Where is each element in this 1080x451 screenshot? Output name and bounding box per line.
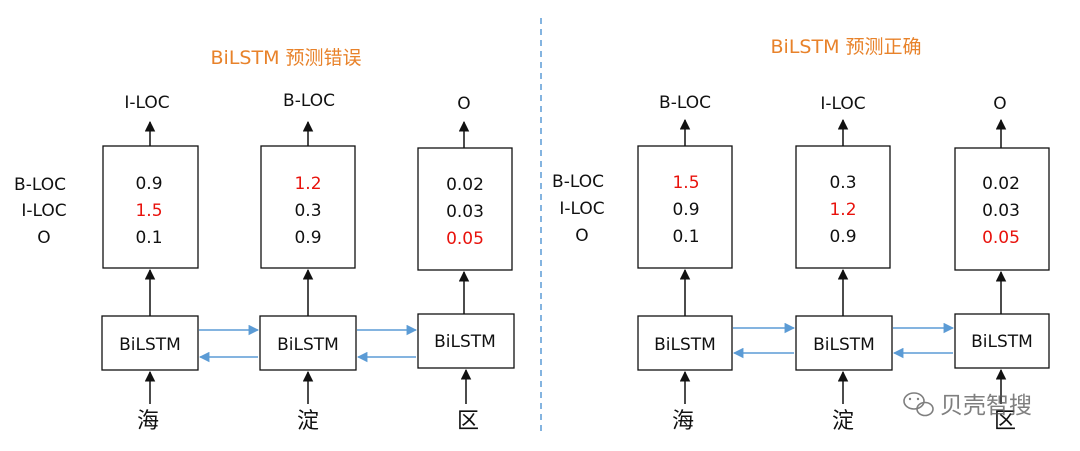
output-label: O [457,94,470,114]
bilstm-cell [417,313,515,369]
score-box [260,145,356,269]
score-b-loc: 0.9 [135,174,162,194]
bilstm-label: BiLSTM [654,335,716,355]
bilstm-label: BiLSTM [813,335,875,355]
column-dian: I-LOC 0.3 1.2 0.9 BiLSTM 淀 [795,94,893,434]
input-char: 淀 [297,409,319,434]
score-o: 0.9 [829,227,856,247]
score-b-loc: 0.02 [446,175,484,195]
score-box [795,145,891,269]
score-box [637,145,733,269]
score-box [417,147,513,271]
input-char: 海 [672,409,694,434]
bilstm-cell [259,315,357,371]
column-qu: O 0.02 0.03 0.05 BiLSTM 区 [954,94,1050,434]
score-b-loc: 1.5 [672,173,699,193]
row-label-o: O [37,228,50,248]
panel-title: BiLSTM 预测正确 [771,36,922,58]
score-o: 0.1 [672,227,699,247]
score-o: 0.05 [982,228,1020,248]
output-label: B-LOC [283,91,335,111]
panel-title: BiLSTM 预测错误 [211,47,362,69]
score-o: 0.05 [446,229,484,249]
bilstm-cell [101,315,199,371]
score-box [954,147,1050,271]
output-label: B-LOC [659,93,711,113]
row-label-b-loc: B-LOC [14,175,66,195]
row-label-i-loc: I-LOC [559,199,604,219]
bilstm-cell [795,315,893,371]
bilstm-cell [637,315,733,371]
panel-wrong-prediction: BiLSTM 预测错误 I-LOC 0.9 1.5 0.1 BiLSTM 海 B… [101,47,515,434]
input-char: 海 [137,409,159,434]
score-i-loc: 0.9 [672,200,699,220]
wechat-icon [903,392,934,417]
panel-correct-prediction: BiLSTM 预测正确 B-LOC 1.5 0.9 0.1 BiLSTM 海 I… [637,36,1050,434]
row-labels-left: B-LOC I-LOC O [14,175,67,248]
score-i-loc: 0.3 [294,201,321,221]
row-labels-right: B-LOC I-LOC O [552,172,605,246]
input-char: 区 [457,409,479,434]
watermark-text: 贝壳智搜 [940,393,1032,419]
bilstm-label: BiLSTM [971,332,1033,352]
score-i-loc: 0.03 [982,201,1020,221]
column-hai: I-LOC 0.9 1.5 0.1 BiLSTM 海 [101,93,199,434]
score-b-loc: 0.02 [982,174,1020,194]
bilstm-label: BiLSTM [119,335,181,355]
bilstm-label: BiLSTM [434,332,496,352]
score-b-loc: 1.2 [294,174,321,194]
watermark: 贝壳智搜 [903,392,1032,419]
column-dian: B-LOC 1.2 0.3 0.9 BiLSTM 淀 [259,91,357,434]
score-i-loc: 0.03 [446,202,484,222]
row-label-i-loc: I-LOC [21,201,66,221]
output-label: I-LOC [124,93,169,113]
column-qu: O 0.02 0.03 0.05 BiLSTM 区 [417,94,515,434]
bilstm-cell [954,313,1050,369]
bilstm-label: BiLSTM [277,335,339,355]
score-o: 0.1 [135,228,162,248]
score-box [102,145,199,269]
input-char: 区 [994,409,1016,434]
score-i-loc: 1.5 [135,201,162,221]
output-label: I-LOC [820,94,865,114]
output-label: O [993,94,1006,114]
input-char: 淀 [832,409,854,434]
score-i-loc: 1.2 [829,200,856,220]
row-label-o: O [575,226,588,246]
column-hai: B-LOC 1.5 0.9 0.1 BiLSTM 海 [637,93,733,434]
score-o: 0.9 [294,228,321,248]
score-b-loc: 0.3 [829,173,856,193]
row-label-b-loc: B-LOC [552,172,604,192]
